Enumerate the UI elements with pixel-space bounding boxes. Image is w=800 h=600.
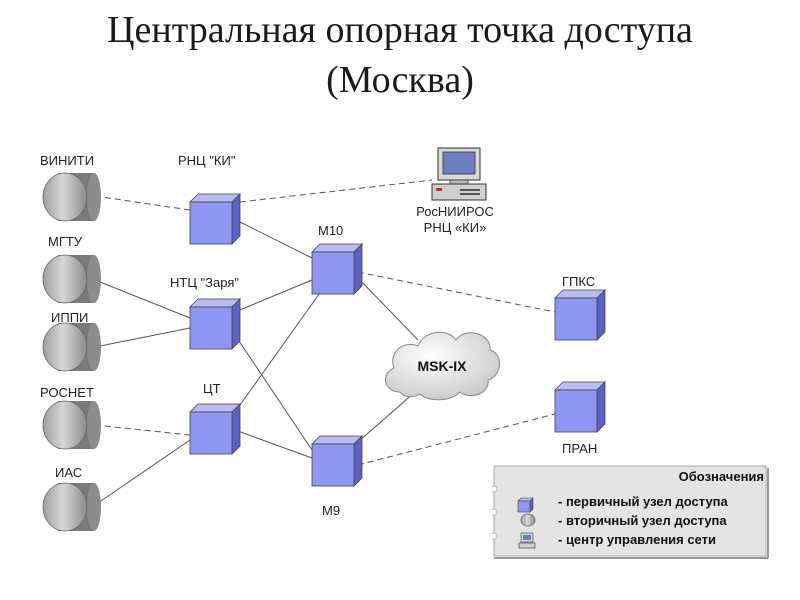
connections: [94, 179, 556, 506]
link-rosnet-ct: [94, 424, 191, 436]
cube-icon: [554, 289, 606, 341]
label-m10: M10: [318, 223, 344, 238]
label-viniti: ВИНИТИ: [40, 153, 95, 168]
legend-computer-icon: [518, 532, 536, 549]
page-title-line2: (Москва): [326, 59, 474, 101]
link-viniti-rncki: [94, 195, 191, 211]
label-gpks: ГПКС: [562, 274, 596, 289]
label-ct: ЦТ: [203, 381, 221, 396]
label-center-line1: РосНИИРОС: [416, 204, 494, 219]
link-m10-gpks: [357, 271, 556, 313]
label-center-line2: РНЦ «КИ»: [423, 220, 487, 235]
cube-icon: [189, 193, 241, 245]
cylinder-icon: [42, 482, 101, 532]
link-mgtu-ntc: [94, 279, 191, 319]
cube-icon: [311, 243, 363, 295]
cube-icon: [189, 403, 241, 455]
legend-primary: - первичный узел доступа: [558, 494, 728, 509]
legend-cube-icon: [517, 497, 534, 513]
cylinder-icon: [42, 322, 101, 372]
label-mgtu: МГТУ: [48, 234, 83, 249]
label-rnc-ki: РНЦ "КИ": [178, 153, 236, 168]
legend: Обозначения - первичный узел доступа - в…: [492, 464, 770, 560]
link-rncki-m10: [239, 221, 313, 259]
cylinder-icon: [42, 400, 101, 450]
link-ct-m10: [234, 289, 323, 413]
link-ct-m9: [234, 429, 313, 459]
legend-secondary: - вторичный узел доступа: [558, 513, 727, 528]
legend-cylinder-icon: [520, 513, 536, 527]
link-m9-pran: [357, 413, 556, 466]
label-pran: ПРАН: [562, 441, 598, 456]
cloud-icon: MSK-IX: [385, 331, 500, 401]
link-rncki-center: [239, 179, 433, 203]
label-ippi: ИППИ: [51, 310, 89, 325]
link-m9-msk: [357, 391, 416, 443]
cloud-label: MSK-IX: [418, 358, 468, 374]
cube-icon: [189, 298, 241, 350]
link-m10-msk: [357, 277, 419, 341]
cube-icon: [311, 435, 363, 487]
label-rosnet: РОСНЕТ: [40, 385, 94, 400]
page-title-line1: Центральная опорная точка доступа: [107, 9, 693, 51]
label-m9: M9: [322, 503, 341, 518]
link-ntc-m10: [234, 279, 313, 313]
primary-nodes: [189, 193, 606, 487]
link-ias-ct: [94, 439, 191, 506]
cube-icon: [554, 381, 606, 433]
secondary-nodes: [42, 172, 101, 532]
cylinder-icon: [42, 254, 101, 304]
cylinder-icon: [42, 172, 101, 222]
legend-control: - центр управления сети: [558, 532, 717, 547]
legend-title: Обозначения: [678, 469, 764, 484]
label-ias: ИАС: [55, 465, 83, 480]
label-ntc-zarya: НТЦ "Заря": [170, 275, 239, 290]
computer-icon: [431, 147, 487, 201]
link-ippi-ntc: [94, 327, 191, 348]
legend-box: [492, 465, 769, 559]
link-ntc-m9: [234, 334, 313, 451]
